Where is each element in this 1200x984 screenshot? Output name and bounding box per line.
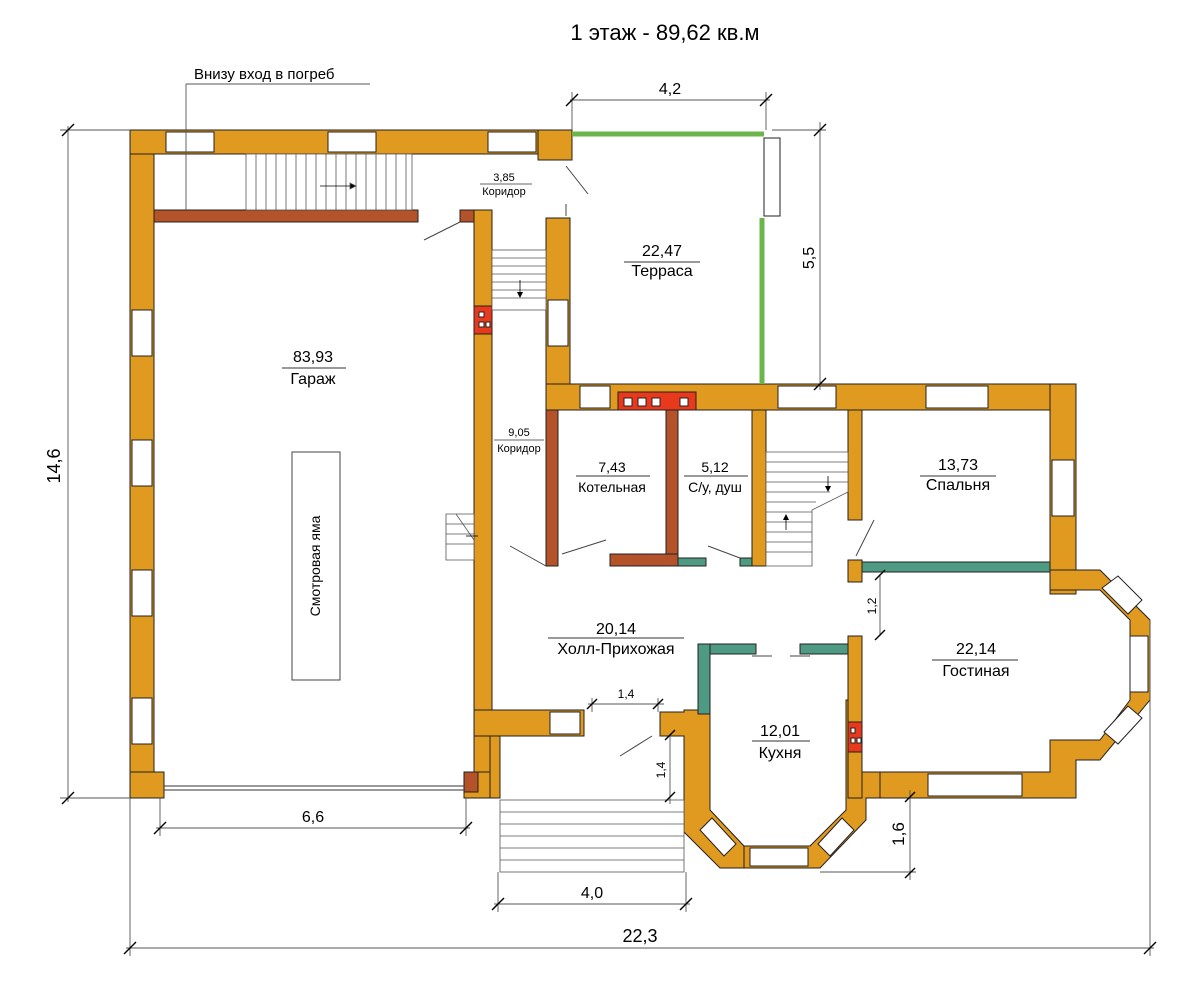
corridor-mid-area: 9,05 bbox=[508, 427, 529, 439]
inner-stair bbox=[765, 451, 849, 567]
brick-walls bbox=[153, 209, 679, 793]
dim-left-total: 14,6 bbox=[44, 448, 64, 483]
dimension-lines bbox=[60, 83, 1154, 956]
dim-bay-depth: 1,6 bbox=[889, 822, 908, 846]
side-steps bbox=[445, 513, 478, 561]
bath-name: С/у, душ bbox=[688, 479, 742, 495]
cellar-stair bbox=[245, 153, 413, 211]
bay-windows bbox=[699, 575, 1149, 857]
kitchen-area: 12,01 bbox=[760, 723, 800, 740]
note-cellar: Внизу вход в погреб bbox=[194, 66, 334, 83]
plan-title: 1 этаж - 89,62 кв.м bbox=[570, 20, 759, 45]
garage-area: 83,93 bbox=[293, 349, 333, 366]
bath-area: 5,12 bbox=[701, 459, 728, 475]
corridor-top-area: 3,85 bbox=[493, 172, 514, 184]
dimension-ticks bbox=[61, 93, 1157, 955]
bedroom-area: 13,73 bbox=[938, 457, 978, 474]
dim-total-width: 22,3 bbox=[622, 926, 657, 946]
door-swings bbox=[423, 165, 875, 757]
boiler-area: 7,43 bbox=[598, 459, 625, 475]
corridor-top-name: Коридор bbox=[482, 186, 525, 198]
terrace-glazing bbox=[572, 131, 765, 384]
inspection-pit bbox=[291, 451, 341, 681]
dim-living-gap: 1,2 bbox=[865, 597, 879, 614]
hall-area: 20,14 bbox=[596, 621, 636, 638]
exterior-walls bbox=[129, 129, 1151, 869]
bedroom-name: Спальня bbox=[926, 477, 990, 494]
living-area: 22,14 bbox=[956, 641, 996, 658]
pit-name: Смотровая яма bbox=[307, 515, 323, 616]
hall-name: Холл-Прихожая bbox=[557, 641, 674, 658]
corridor-stair bbox=[491, 249, 547, 311]
living-name: Гостиная bbox=[942, 663, 1009, 680]
dim-top-terrace: 4,2 bbox=[659, 81, 681, 98]
windows bbox=[131, 131, 1075, 867]
dim-porch-width: 4,0 bbox=[581, 885, 603, 902]
dim-right-terrace: 5,5 bbox=[801, 247, 818, 269]
terrace-name: Терраса bbox=[631, 263, 692, 280]
corridor-mid-name: Коридор bbox=[497, 443, 540, 455]
partitions bbox=[677, 557, 1051, 715]
kitchen-name: Кухня bbox=[759, 745, 802, 762]
boiler-name: Котельная bbox=[578, 479, 646, 495]
dim-door-height: 1,4 bbox=[654, 761, 668, 778]
garage-name: Гараж bbox=[290, 371, 335, 388]
chimneys bbox=[473, 305, 863, 753]
porch-steps bbox=[499, 799, 685, 873]
dim-door-width: 1,4 bbox=[618, 687, 635, 701]
terrace-area: 22,47 bbox=[642, 243, 682, 260]
dim-garage-width: 6,6 bbox=[302, 809, 324, 826]
terrace-door bbox=[763, 137, 781, 217]
